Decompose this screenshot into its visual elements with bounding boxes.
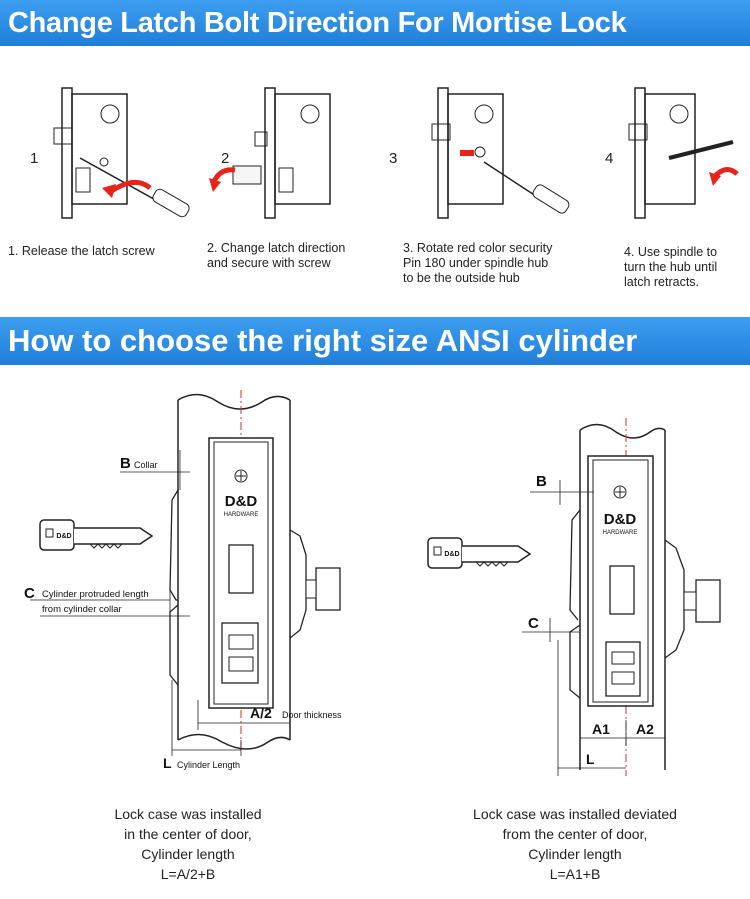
brand-sub-right: HARDWARE bbox=[603, 530, 638, 536]
left-c-text2: from cylinder collar bbox=[42, 604, 122, 615]
step-1-number: 1 bbox=[30, 150, 39, 167]
step-2-caption: 2. Change latch direction and secure wit… bbox=[207, 241, 346, 270]
left-c-text1: Cylinder protruded length bbox=[42, 589, 149, 600]
left-l-text: Cylinder Length bbox=[177, 760, 240, 770]
left-c-letter: C bbox=[24, 585, 35, 602]
right-c-letter: C bbox=[528, 615, 539, 632]
brand-sub-left: HARDWARE bbox=[224, 512, 259, 518]
right-a2-label: A2 bbox=[636, 721, 654, 737]
left-caption-line-3: Cylinder length bbox=[141, 846, 235, 862]
step-4-illustration bbox=[628, 87, 739, 219]
key-left-icon: D&D bbox=[39, 519, 154, 551]
svg-text:D&D: D&D bbox=[444, 551, 459, 558]
right-caption-line-3: Cylinder length bbox=[528, 846, 622, 862]
left-l-letter: L bbox=[163, 755, 172, 771]
right-caption-line-1: Lock case was installed deviated bbox=[473, 806, 677, 822]
step-1-illustration bbox=[53, 87, 190, 219]
right-l-letter: L bbox=[586, 751, 595, 767]
left-b-letter: B bbox=[120, 455, 131, 472]
left-a-letter: A/2 bbox=[250, 705, 272, 721]
brand-logo-left: D&D bbox=[225, 493, 258, 510]
right-a1-label: A1 bbox=[592, 721, 610, 737]
svg-text:D&D: D&D bbox=[56, 533, 71, 540]
section-title-cylinder: How to choose the right size ANSI cylind… bbox=[0, 317, 750, 365]
step-2-illustration bbox=[209, 87, 331, 219]
step-4-caption: 4. Use spindle to turn the hub until lat… bbox=[624, 245, 718, 289]
right-cylinder-diagram: D&D HARDWARE D&D B C A1 A2 L bbox=[427, 418, 721, 776]
step-3-number: 3 bbox=[389, 150, 398, 167]
right-b-letter: B bbox=[536, 473, 547, 490]
step-3-caption: 3. Rotate red color security Pin 180 und… bbox=[403, 241, 553, 285]
step-3-illustration bbox=[431, 87, 570, 219]
left-b-text: Collar bbox=[134, 460, 158, 470]
right-caption-formula: L=A1+B bbox=[549, 866, 601, 882]
section-title-latch: Change Latch Bolt Direction For Mortise … bbox=[0, 0, 750, 46]
left-cylinder-diagram: D&D HARDWARE D&D B Collar C Cylinder pro… bbox=[24, 390, 342, 771]
brand-logo-right: D&D bbox=[604, 511, 637, 528]
left-caption-line-2: in the center of door, bbox=[124, 826, 252, 842]
left-caption-line-1: Lock case was installed bbox=[114, 806, 262, 822]
step-4-number: 4 bbox=[605, 150, 614, 167]
left-caption-formula: L=A/2+B bbox=[160, 866, 216, 882]
step-1-caption: 1. Release the latch screw bbox=[8, 244, 155, 258]
key-right-icon: D&D bbox=[427, 537, 532, 569]
right-caption-line-2: from the center of door, bbox=[502, 826, 648, 842]
step-2-number: 2 bbox=[221, 150, 230, 167]
left-a-text: Door thickness bbox=[282, 710, 342, 720]
